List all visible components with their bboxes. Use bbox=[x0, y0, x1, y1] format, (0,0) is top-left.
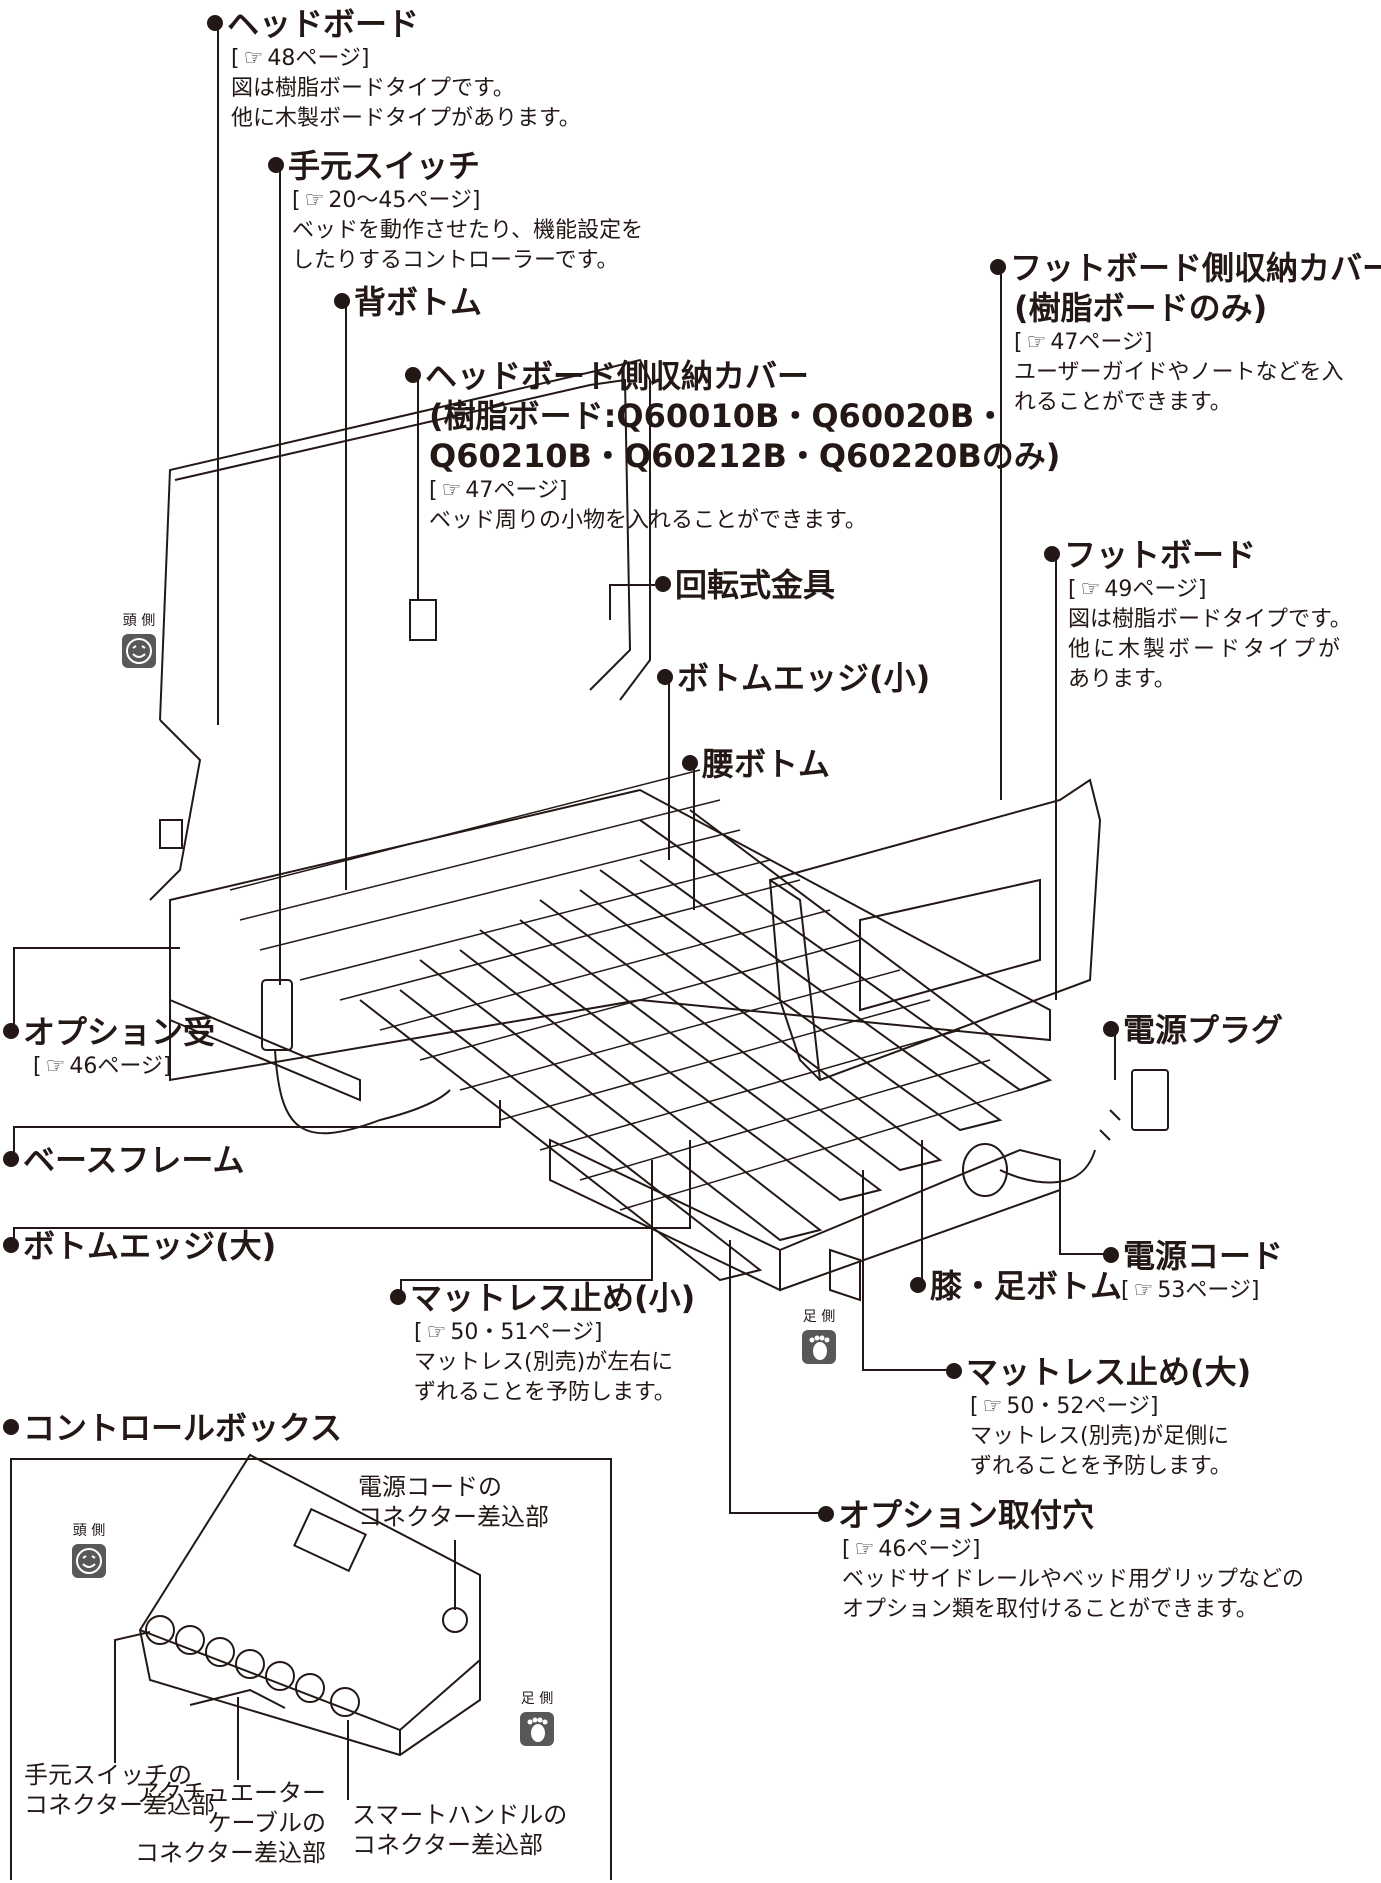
pointing-hand-icon: ☞ bbox=[854, 1537, 875, 1562]
label-edge-large: ボトムエッジ(大) bbox=[3, 1226, 276, 1266]
foot-side-tag: 足 側 bbox=[802, 1306, 836, 1364]
label-option-hole: オプション取付穴 [☞46ページ] ベッドサイドレールやベッド用グリップなどの … bbox=[818, 1495, 1304, 1625]
pointing-hand-icon: ☞ bbox=[441, 478, 462, 503]
label-mattress-stop-small: マットレス止め(小) [☞50・51ページ] マットレス(別売)が左右に ずれる… bbox=[390, 1278, 695, 1408]
label-foot-storage: フットボード側収納カバー (樹脂ボードのみ) [☞47ページ] ユーザーガイドや… bbox=[990, 248, 1381, 418]
bullet-icon bbox=[3, 1151, 19, 1167]
label-power-cord: 電源コード [☞53ページ] bbox=[1103, 1236, 1283, 1306]
label-waist: 腰ボトム bbox=[682, 744, 830, 784]
bullet-icon bbox=[390, 1289, 406, 1305]
pointing-hand-icon: ☞ bbox=[45, 1054, 66, 1079]
pointing-hand-icon: ☞ bbox=[1026, 330, 1047, 355]
label-knee-foot: 膝・足ボトム bbox=[910, 1266, 1122, 1306]
label-hand-switch-connector: 手元スイッチの コネクター差込部 bbox=[24, 1761, 216, 1819]
bullet-icon bbox=[334, 293, 350, 309]
foot-icon bbox=[520, 1712, 554, 1746]
foot-side-tag-box: 足 側 bbox=[520, 1688, 554, 1746]
bullet-icon bbox=[1103, 1021, 1119, 1037]
label-edge-small: ボトムエッジ(小) bbox=[657, 658, 930, 698]
label-footboard: フットボード [☞49ページ] 図は樹脂ボードタイプです。 他に木製ボードタイプ… bbox=[1044, 535, 1352, 695]
bullet-icon bbox=[657, 669, 673, 685]
label-mattress-stop-large: マットレス止め(大) [☞50・52ページ] マットレス(別売)が足側に ずれる… bbox=[946, 1352, 1251, 1482]
pointing-hand-icon: ☞ bbox=[982, 1394, 1003, 1419]
face-icon bbox=[122, 634, 156, 668]
label-back-bottom: 背ボトム bbox=[334, 282, 482, 322]
control-box-frame bbox=[10, 1458, 612, 1880]
foot-icon bbox=[802, 1330, 836, 1364]
label-hand-switch: 手元スイッチ [☞20～45ページ] ベッドを動作させたり、機能設定を したりす… bbox=[268, 146, 643, 276]
bullet-icon bbox=[682, 755, 698, 771]
label-headboard: ヘッドボード [☞48ページ] 図は樹脂ボードタイプです。 他に木製ボードタイプ… bbox=[207, 4, 581, 134]
label-power-plug: 電源プラグ bbox=[1103, 1010, 1283, 1050]
bullet-icon bbox=[1103, 1247, 1119, 1263]
label-smart-handle-connector: スマートハンドルの コネクター差込部 bbox=[352, 1801, 568, 1859]
bullet-icon bbox=[3, 1237, 19, 1253]
head-side-tag-box: 頭 側 bbox=[72, 1520, 106, 1578]
bullet-icon bbox=[405, 367, 421, 383]
pointing-hand-icon: ☞ bbox=[1080, 577, 1101, 602]
bullet-icon bbox=[818, 1506, 834, 1522]
label-power-connector: 電源コードの コネクター差込部 bbox=[358, 1473, 550, 1531]
pointing-hand-icon: ☞ bbox=[304, 188, 325, 213]
label-option-holder: オプション受 [☞46ページ] bbox=[3, 1012, 215, 1082]
label-actuator-connector: アクチュエーター ケーブルの コネクター差込部 bbox=[135, 1779, 327, 1867]
bullet-icon bbox=[207, 15, 223, 31]
bullet-icon bbox=[655, 576, 671, 592]
face-icon bbox=[72, 1544, 106, 1578]
pointing-hand-icon: ☞ bbox=[426, 1320, 447, 1345]
bullet-icon bbox=[3, 1419, 19, 1435]
bullet-icon bbox=[946, 1363, 962, 1379]
bullet-icon bbox=[3, 1023, 19, 1039]
pointing-hand-icon: ☞ bbox=[1133, 1278, 1154, 1303]
bullet-icon bbox=[1044, 546, 1060, 562]
head-side-tag: 頭 側 bbox=[122, 610, 156, 668]
label-base-frame: ベースフレーム bbox=[3, 1140, 244, 1180]
bullet-icon bbox=[910, 1277, 926, 1293]
bullet-icon bbox=[268, 157, 284, 173]
label-head-storage: ヘッドボード側収納カバー (樹脂ボード:Q60010B・Q60020B・ Q60… bbox=[405, 356, 1060, 536]
label-control-box: コントロールボックス bbox=[3, 1408, 342, 1448]
label-rotary: 回転式金具 bbox=[655, 565, 835, 605]
bullet-icon bbox=[990, 259, 1006, 275]
pointing-hand-icon: ☞ bbox=[243, 46, 264, 71]
